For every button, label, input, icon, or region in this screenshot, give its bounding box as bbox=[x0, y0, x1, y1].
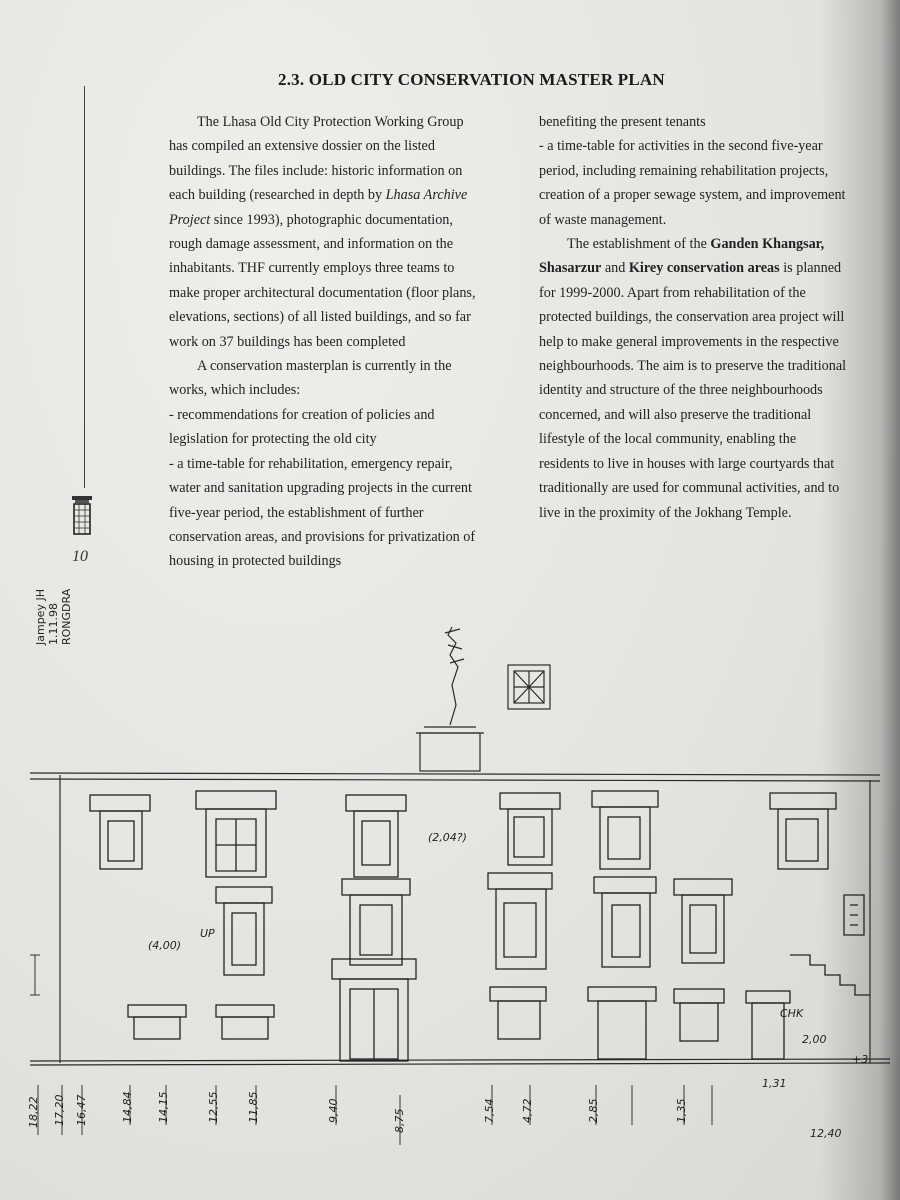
paragraph-masterplan: A conservation masterplan is currently i… bbox=[169, 358, 452, 399]
list-item: - recommendations for creation of polici… bbox=[169, 406, 435, 448]
text-span: since 1993), photographic documentation,… bbox=[169, 211, 476, 350]
annotation: UP bbox=[200, 927, 215, 940]
annotation: (2,04?) bbox=[428, 831, 467, 844]
dim-label: 14,15 bbox=[157, 1092, 170, 1124]
section-title: 2.3. OLD CITY CONSERVATION MASTER PLAN bbox=[278, 70, 665, 89]
annotation: +3 bbox=[852, 1053, 868, 1066]
text-span: The establishment of the bbox=[567, 236, 711, 253]
paragraph-conservation-areas: The establishment of the Ganden Khangsar… bbox=[539, 232, 849, 525]
dim-label: 7,54 bbox=[483, 1099, 496, 1124]
text-span: The Lhasa Old City Protection Working Gr… bbox=[169, 114, 464, 204]
window-emblem-icon bbox=[72, 496, 92, 535]
text-span: and bbox=[601, 260, 629, 277]
list-item: - a time-table for activities in the sec… bbox=[539, 138, 846, 228]
text-column-right: benefiting the present tenants - a time-… bbox=[539, 110, 849, 525]
area-names: Kirey conservation areas bbox=[628, 260, 780, 277]
dim-label: 1,31 bbox=[762, 1077, 787, 1090]
dim-label: 8,75 bbox=[393, 1109, 406, 1134]
dim-label: 4,72 bbox=[521, 1099, 534, 1124]
dim-label: 17,20 bbox=[53, 1095, 66, 1127]
dim-label: 9,40 bbox=[327, 1099, 340, 1124]
margin-rule bbox=[84, 86, 85, 488]
text-column-left: The Lhasa Old City Protection Working Gr… bbox=[169, 110, 479, 574]
dim-label: 14,84 bbox=[121, 1092, 134, 1124]
project-name: Lhasa Archive Project bbox=[169, 187, 468, 228]
annotation: 2,00 bbox=[802, 1033, 827, 1046]
annotation: CHK bbox=[780, 1007, 804, 1020]
text-span: is planned for 1999-2000. Apart from reh… bbox=[539, 260, 847, 521]
annotation: (4,00) bbox=[148, 939, 181, 952]
dim-label: 1,35 bbox=[675, 1099, 688, 1124]
dim-label: 18,22 bbox=[27, 1097, 40, 1129]
dim-label: 11,85 bbox=[247, 1092, 260, 1124]
list-item-continued: benefiting the present tenants bbox=[539, 114, 706, 130]
list-item: - a time-table for rehabilitation, emerg… bbox=[169, 455, 476, 570]
page-number: 10 bbox=[72, 548, 88, 565]
paragraph-dossier: The Lhasa Old City Protection Working Gr… bbox=[169, 110, 479, 354]
dim-label: 2,85 bbox=[587, 1099, 600, 1124]
dim-label: 16,47 bbox=[75, 1095, 88, 1127]
dim-label: 12,55 bbox=[207, 1092, 220, 1124]
building-elevation-sketch: 18,22 17,20 16,47 14,84 14,15 12,55 11,8… bbox=[27, 626, 891, 1145]
dim-label: 12,40 bbox=[810, 1127, 842, 1140]
area-names: Ganden Khangsar, Shasarzur bbox=[539, 236, 825, 277]
